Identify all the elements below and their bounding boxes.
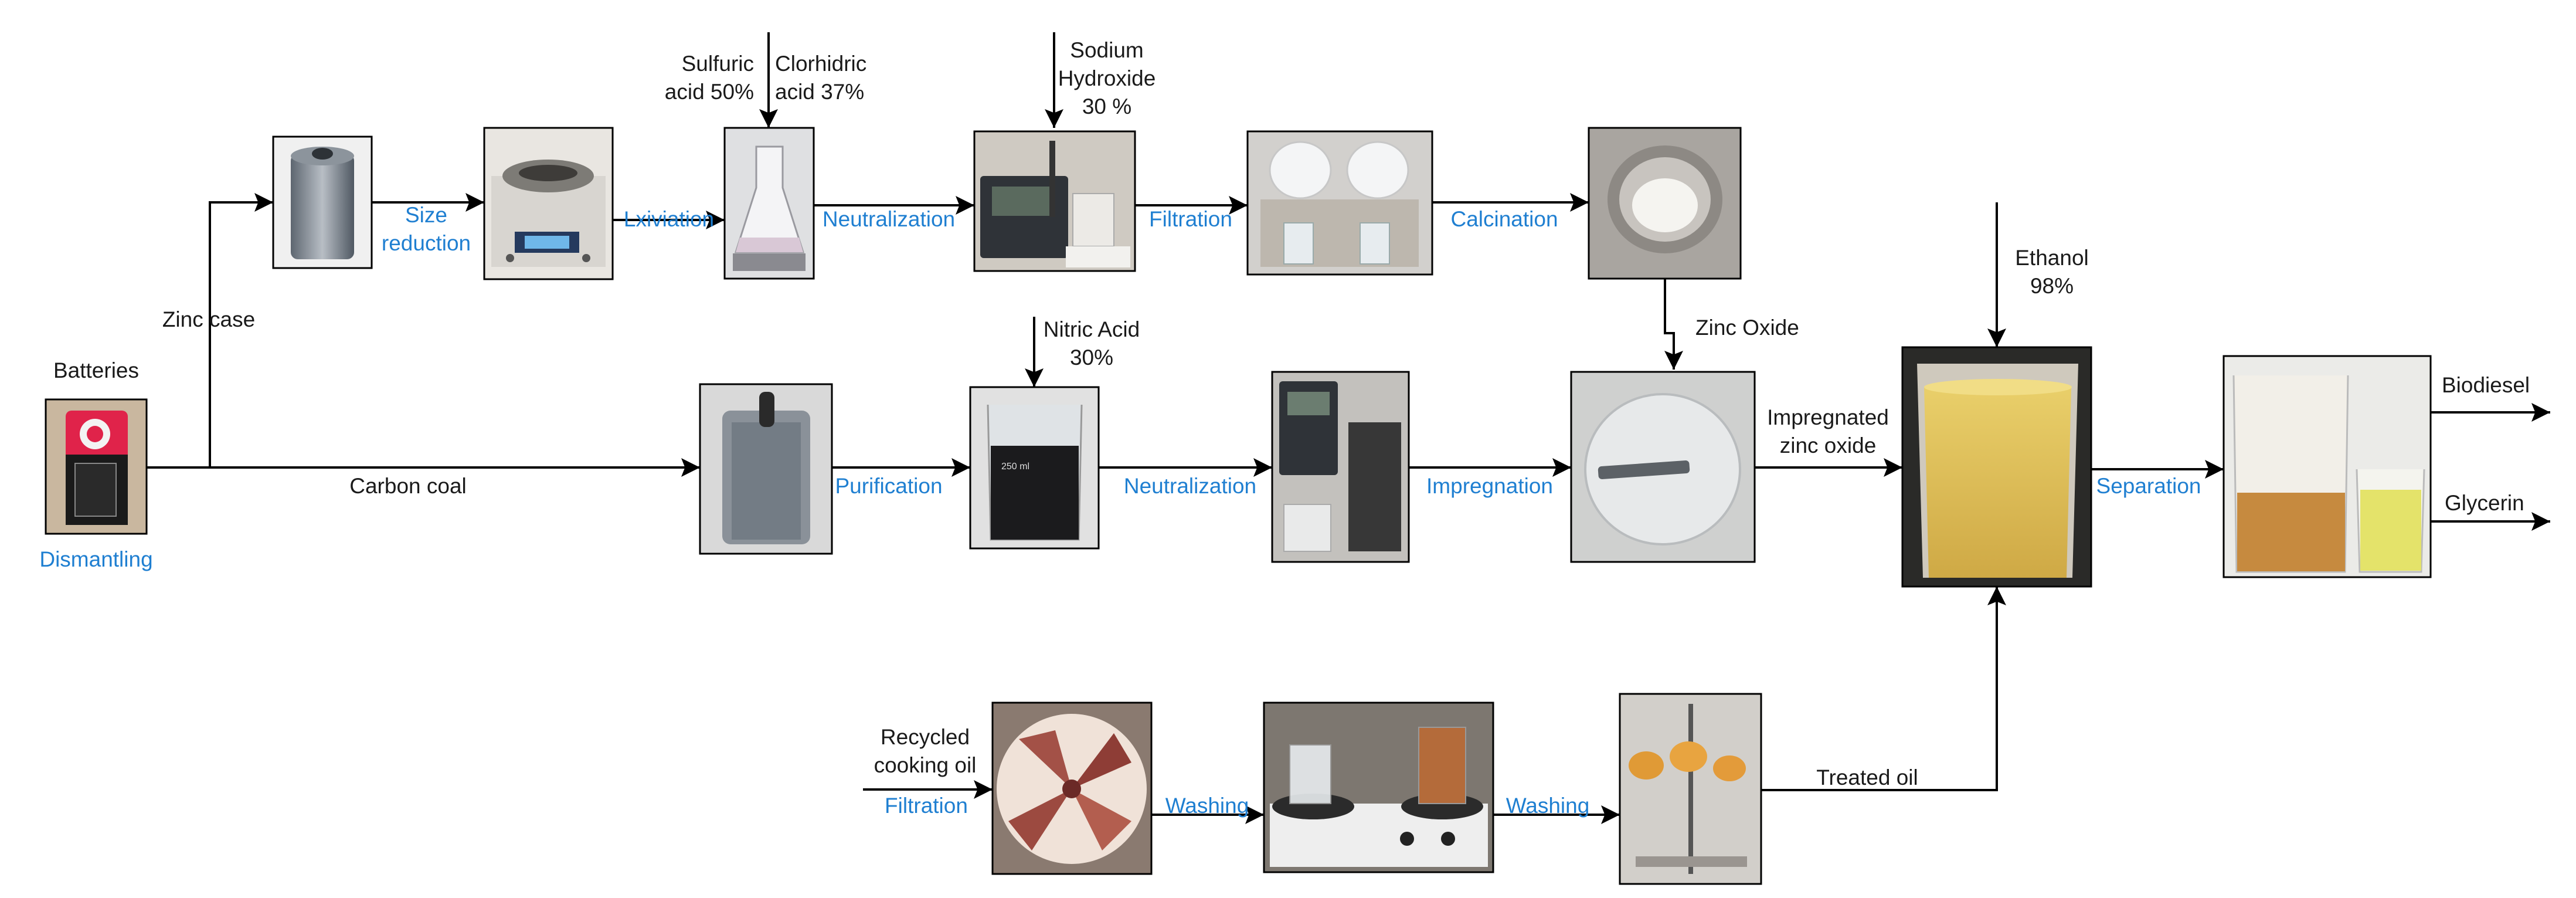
photo-petri-dish: [1570, 371, 1756, 563]
label-clorhidric-acid-line-1: Clorhidric: [775, 52, 867, 76]
photo-ph-meter-top: [973, 130, 1136, 272]
label-sodium-hydroxide-line-2: Hydroxide: [1058, 66, 1156, 90]
arrow-zinc-oxide-down: [1664, 279, 1683, 370]
label-ethanol-line-2: 98%: [2030, 274, 2074, 298]
process-lxiviation: Lxiviation: [623, 207, 715, 231]
label-batteries: Batteries: [53, 358, 140, 382]
photo-flask-leach: [723, 127, 815, 280]
label-recycled-cooking-oil-line-2: cooking oil: [874, 753, 977, 777]
process-washing-2: Washing: [1506, 794, 1590, 818]
label-ethanol-line-1: Ethanol: [2015, 246, 2089, 270]
label-recycled-cooking-oil: Recycled cooking oil: [874, 723, 977, 780]
label-sodium-hydroxide-line-1: Sodium: [1070, 38, 1144, 62]
process-neutralization-mid: Neutralization: [1123, 474, 1257, 498]
process-purification: Purification: [835, 474, 943, 498]
label-nitric-acid-line-2: 30%: [1069, 345, 1114, 370]
photo-scale: [483, 127, 614, 280]
label-recycled-cooking-oil-line-1: Recycled: [880, 725, 970, 749]
label-impregnated-zinc-oxide-line-1: Impregnated: [1767, 405, 1889, 429]
process-filtration-bottom: Filtration: [885, 794, 968, 818]
label-sulfuric-acid: Sulfuric acid 50%: [665, 50, 754, 106]
label-glycerin: Glycerin: [2445, 491, 2524, 515]
photo-filtration-setup: [1246, 130, 1433, 276]
label-impregnated-zinc-oxide: Impregnated zinc oxide: [1767, 404, 1889, 460]
photo-ph-meter-mid: [1271, 371, 1410, 563]
photo-crucible: [1588, 127, 1742, 280]
process-washing-1: Washing: [1165, 794, 1249, 818]
photo-carbon-rod: [699, 383, 833, 555]
process-calcination: Calcination: [1450, 207, 1558, 231]
label-sodium-hydroxide: Sodium Hydroxide 30 %: [1058, 36, 1156, 121]
label-carbon-coal: Carbon coal: [349, 474, 467, 498]
label-nitric-acid: Nitric Acid 30%: [1044, 316, 1140, 372]
photo-filter-paper: [991, 702, 1153, 875]
arrow-treated-oil: [1761, 587, 2006, 791]
label-sodium-hydroxide-line-3: 30 %: [1082, 94, 1132, 118]
label-treated-oil: Treated oil: [1816, 765, 1918, 789]
label-sulfuric-acid-line-1: Sulfuric: [681, 52, 754, 76]
svg-text:250 ml: 250 ml: [1001, 462, 1029, 472]
photo-separation-beakers: [2222, 355, 2432, 578]
arrow-zinc-branch: [209, 193, 273, 467]
process-dismantling: Dismantling: [39, 547, 153, 571]
process-impregnation: Impregnation: [1426, 474, 1553, 498]
label-zinc-case: Zinc case: [162, 307, 256, 331]
photo-hot-plate: [1263, 702, 1494, 873]
label-impregnated-zinc-oxide-line-2: zinc oxide: [1779, 433, 1877, 458]
label-sulfuric-acid-line-2: acid 50%: [664, 80, 754, 104]
label-ethanol: Ethanol 98%: [2015, 244, 2089, 300]
label-zinc-oxide: Zinc Oxide: [1695, 316, 1799, 340]
process-size-reduction: Size reduction: [382, 201, 471, 257]
photo-zinc-can: [272, 135, 373, 269]
process-filtration-top: Filtration: [1149, 207, 1232, 231]
process-separation: Separation: [2096, 474, 2201, 498]
label-clorhidric-acid: Clorhidric acid 37%: [775, 50, 866, 106]
process-size-reduction-line-1: Size: [405, 203, 447, 227]
photo-beaker-black: 250 ml: [969, 386, 1100, 550]
connectors: [147, 32, 2550, 824]
label-biodiesel: Biodiesel: [2442, 373, 2530, 397]
label-nitric-acid-line-1: Nitric Acid: [1043, 317, 1140, 341]
photo-battery: [45, 398, 148, 535]
label-clorhidric-acid-line-2: acid 37%: [775, 80, 865, 104]
photo-separatory-funnel: [1619, 693, 1762, 885]
process-size-reduction-line-2: reduction: [381, 231, 471, 255]
photo-beaker-yellow: [1901, 346, 2092, 588]
process-neutralization-top: Neutralization: [822, 207, 956, 231]
